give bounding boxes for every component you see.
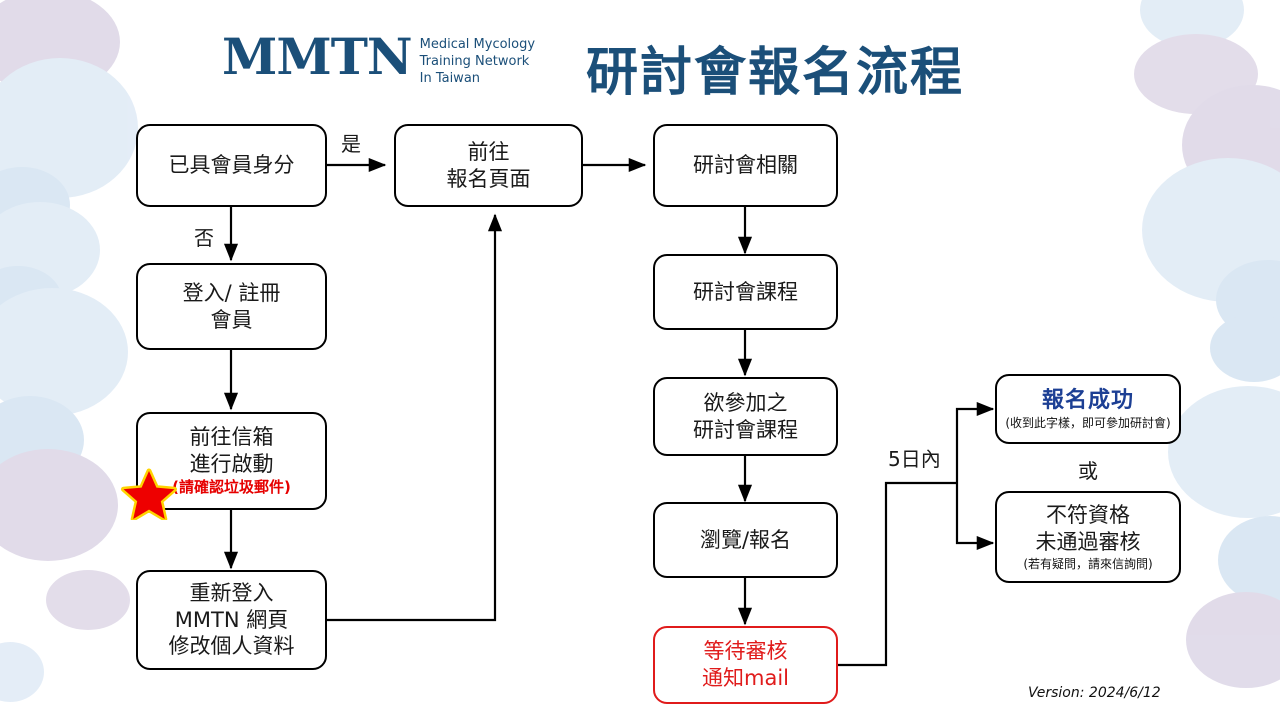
deco-circle [0, 449, 118, 561]
deco-circle [0, 642, 44, 702]
node-line: 瀏覽/報名 [699, 527, 792, 552]
deco-circle [0, 58, 138, 198]
deco-circle [1168, 386, 1280, 518]
edge-label-no: 否 [194, 226, 214, 250]
node-line: 欲參加之 [703, 390, 788, 415]
node-line: 不符資格 [1046, 503, 1130, 528]
node-line: 通知mail [702, 666, 789, 690]
node-line: MMTN 網頁 [174, 607, 289, 632]
logo-tagline-line-1: Medical Mycology [419, 37, 536, 52]
node-line: 研討會課程 [693, 417, 798, 442]
node-browse-signup[interactable]: 瀏覽/報名 [653, 502, 838, 578]
node-signup-success[interactable]: 報名成功 (收到此字樣，即可參加研討會) [995, 374, 1181, 444]
deco-circle [1210, 314, 1280, 382]
deco-circle [0, 288, 128, 416]
logo-tagline: Medical Mycology Training Network In Tai… [420, 36, 535, 87]
node-line: 報名成功 [1041, 388, 1134, 414]
node-line: 進行啟動 [189, 451, 274, 476]
edge-label-yes: 是 [341, 132, 361, 156]
node-seminar-related[interactable]: 研討會相關 [653, 124, 838, 207]
deco-circle [1140, 0, 1244, 48]
logo-tagline-line-3: In Taiwan [419, 71, 481, 87]
node-line: 已具會員身分 [168, 153, 295, 178]
star-icon [121, 468, 177, 520]
node-goto-signup-page[interactable]: 前往 報名頁面 [394, 124, 583, 207]
node-line: 修改個人資料 [168, 634, 295, 659]
edge-label-within-5-days: 5日內 [888, 447, 941, 471]
node-line: 登入/ 註冊 [182, 280, 281, 305]
deco-circle [46, 570, 130, 630]
version-label: Version: 2024/6/12 [1028, 685, 1161, 701]
node-line: 未通過審核 [1035, 530, 1141, 555]
node-seminar-course[interactable]: 研討會課程 [653, 254, 838, 330]
node-note-spam-warning: (請確認垃圾郵件) [172, 477, 291, 496]
node-subtext: (收到此字樣，即可參加研討會) [1005, 416, 1171, 431]
node-not-qualified[interactable]: 不符資格 未通過審核 (若有疑問，請來信詢問) [995, 491, 1181, 583]
edge-relogin-to-signup [327, 213, 503, 622]
node-line: 前往 [467, 139, 510, 164]
logo-tagline-line-2: Training Network [419, 54, 530, 70]
node-line: 報名頁面 [446, 166, 531, 191]
logo-wordmark: MMTN [222, 27, 413, 86]
node-line: 研討會課程 [693, 279, 798, 304]
mmtn-logo: MMTN Medical Mycology Training Network I… [222, 32, 535, 87]
node-line: 研討會相關 [693, 153, 798, 178]
node-awaiting-review[interactable]: 等待審核 通知mail [653, 626, 838, 704]
node-login-register[interactable]: 登入/ 註冊 會員 [136, 263, 327, 350]
edge-label-or: 或 [1078, 459, 1098, 483]
node-line: 等待審核 [703, 639, 788, 664]
deco-circle [1218, 516, 1280, 604]
node-desired-course[interactable]: 欲參加之 研討會課程 [653, 377, 838, 456]
node-line: 重新登入 [189, 580, 274, 605]
page-title: 研討會報名流程 [586, 43, 965, 103]
node-subtext: (若有疑問，請來信詢問) [1023, 557, 1153, 572]
edge-split-to-rejected [955, 483, 995, 551]
node-line: 前往信箱 [189, 425, 274, 449]
edge-split-to-success [955, 401, 995, 483]
deco-circle [1186, 592, 1280, 688]
node-relogin-profile[interactable]: 重新登入 MMTN 網頁 修改個人資料 [136, 570, 327, 670]
node-line: 會員 [210, 307, 253, 332]
node-member-status[interactable]: 已具會員身分 [136, 124, 327, 207]
edge-awaiting-to-split [838, 481, 957, 667]
